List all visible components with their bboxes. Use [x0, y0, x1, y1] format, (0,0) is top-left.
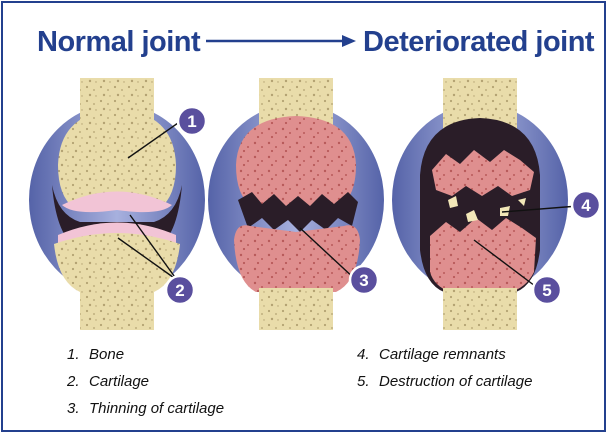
- lower-bone-shaft: [80, 288, 154, 330]
- legend-item: 1.Bone: [67, 346, 124, 363]
- lower-bone-eroded: [430, 218, 536, 292]
- legend-item: 2.Cartilage: [67, 373, 149, 390]
- legend-item: 3.Thinning of cartilage: [67, 400, 224, 417]
- legend-number: 1.: [67, 346, 89, 363]
- legend-number: 3.: [67, 400, 89, 417]
- legend-text: Cartilage: [89, 373, 149, 390]
- callout-4: 4: [572, 191, 600, 219]
- lower-bone-head-inflamed: [234, 225, 360, 292]
- legend-number: 5.: [357, 373, 379, 390]
- legend-item: 5.Destruction of cartilage: [357, 373, 532, 390]
- lower-bone-shaft: [259, 288, 333, 330]
- callout-number: 3: [359, 271, 368, 290]
- lower-bone-shaft: [443, 288, 517, 330]
- legend-number: 4.: [357, 346, 379, 363]
- callout-number: 1: [187, 112, 196, 131]
- callout-2: 2: [166, 276, 194, 304]
- callout-number: 4: [581, 196, 591, 215]
- legend-text: Cartilage remnants: [379, 346, 506, 363]
- callout-5: 5: [533, 276, 561, 304]
- callout-number: 2: [175, 281, 184, 300]
- callout-3: 3: [350, 266, 378, 294]
- lower-bone-head: [54, 233, 180, 292]
- upper-bone-head-inflamed: [236, 116, 356, 206]
- legend-text: Destruction of cartilage: [379, 373, 532, 390]
- legend-item: 4.Cartilage remnants: [357, 346, 506, 363]
- legend-number: 2.: [67, 373, 89, 390]
- legend-text: Bone: [89, 346, 124, 363]
- callout-1: 1: [178, 107, 206, 135]
- legend-text: Thinning of cartilage: [89, 400, 224, 417]
- callout-number: 5: [542, 281, 551, 300]
